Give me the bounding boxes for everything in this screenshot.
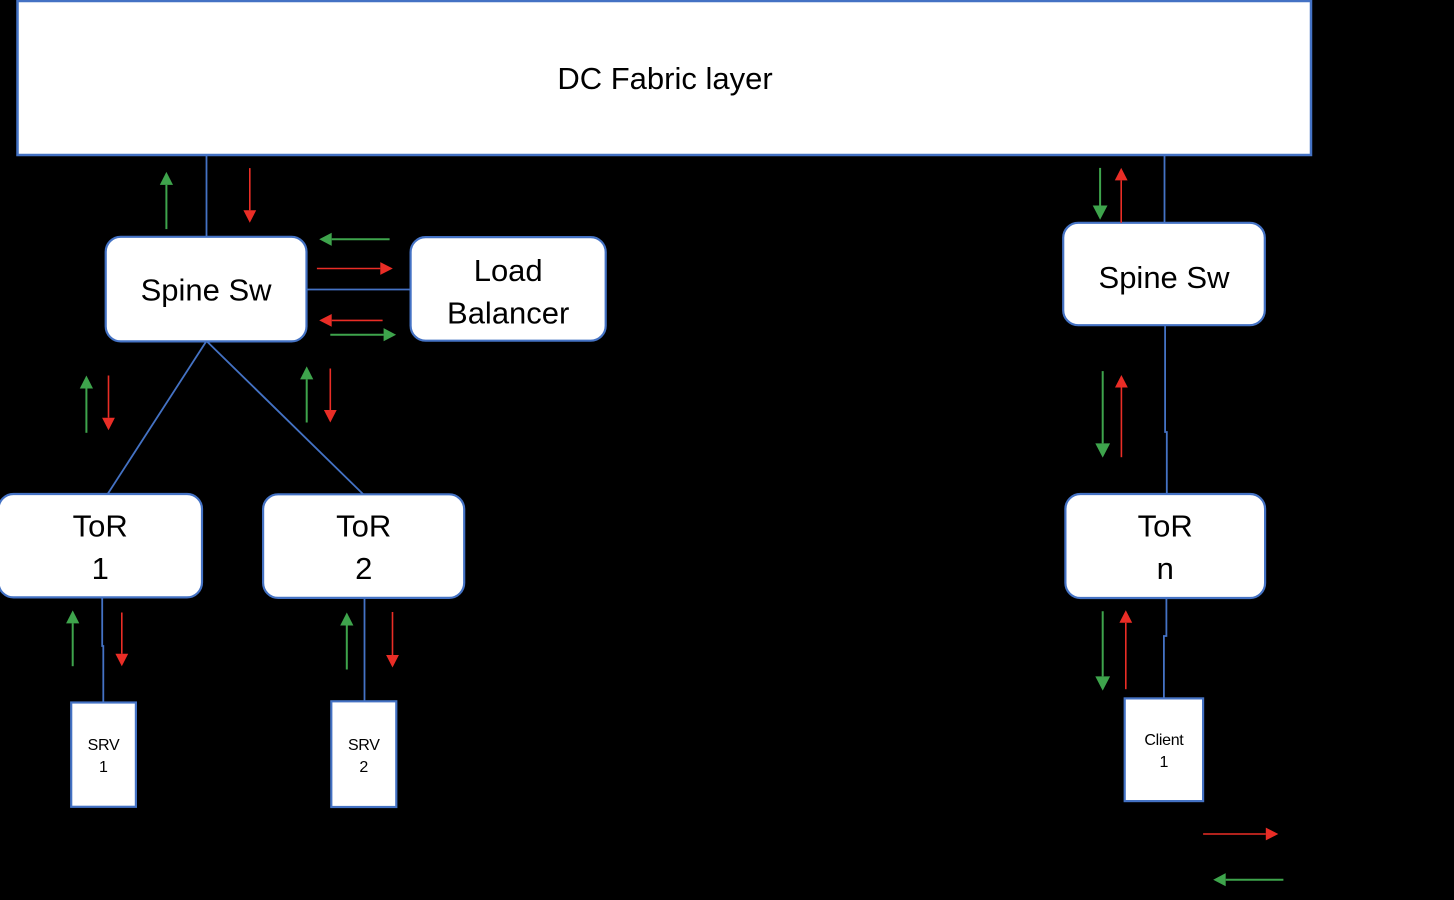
svg-text:Load: Load <box>474 253 543 288</box>
svg-text:ToR: ToR <box>1138 508 1193 543</box>
svg-text:2: 2 <box>355 551 372 586</box>
svg-text:ToR: ToR <box>336 508 391 543</box>
svg-text:Spine Sw: Spine Sw <box>1099 260 1231 295</box>
svg-text:Client: Client <box>1144 732 1184 749</box>
svg-text:SRV: SRV <box>348 737 380 754</box>
svg-text:DC Fabric layer: DC Fabric layer <box>557 61 772 96</box>
svg-text:ToR: ToR <box>73 508 128 543</box>
svg-text:2: 2 <box>359 759 368 776</box>
svg-text:n: n <box>1157 551 1174 586</box>
svg-text:Spine Sw: Spine Sw <box>141 272 273 307</box>
svg-text:1: 1 <box>92 551 109 586</box>
svg-text:SRV: SRV <box>88 737 120 754</box>
svg-text:Balancer: Balancer <box>447 295 569 330</box>
svg-text:1: 1 <box>99 759 108 776</box>
svg-text:1: 1 <box>1159 754 1168 771</box>
